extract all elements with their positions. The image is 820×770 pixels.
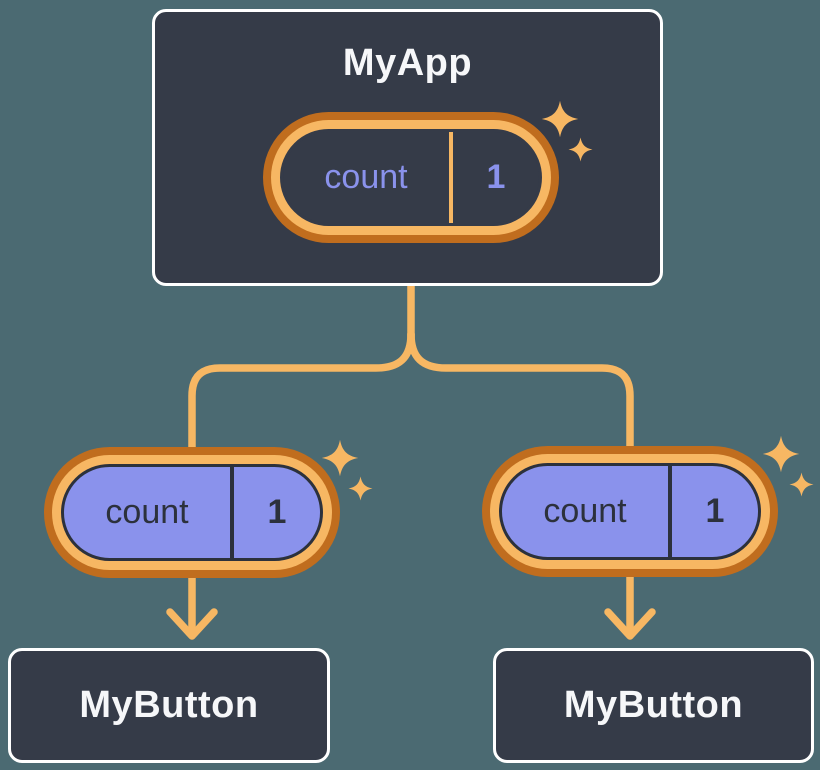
state-pill-value: 1: [449, 132, 539, 223]
arrow-left-head-icon: [166, 608, 218, 640]
child-component-node: MyButton: [493, 648, 814, 763]
sparkle-icon: [321, 439, 373, 501]
state-pill: count 1: [263, 112, 559, 243]
connector-branch-right: [407, 330, 634, 456]
state-pill-ring: count 1: [271, 120, 551, 235]
root-component-title: MyApp: [342, 42, 473, 84]
prop-pill-content: count 1: [499, 463, 761, 560]
prop-pill-content: count 1: [61, 464, 323, 561]
prop-pill: count 1: [44, 447, 340, 578]
prop-pill-ring: count 1: [490, 454, 770, 569]
arrow-right-head-icon: [604, 608, 656, 640]
state-pill-content: count 1: [280, 129, 542, 226]
prop-pill-name: count: [543, 492, 627, 530]
prop-pill-name: count: [105, 493, 189, 531]
child-component-title: MyButton: [563, 684, 744, 726]
prop-pill-value: 1: [668, 466, 758, 557]
sparkle-icon: [541, 100, 593, 162]
connector-branch-left: [188, 330, 415, 456]
child-component-node: MyButton: [8, 648, 330, 763]
child-component-title: MyButton: [79, 684, 259, 726]
prop-pill: count 1: [482, 446, 778, 577]
sparkle-icon: [762, 435, 814, 497]
prop-pill-value: 1: [230, 467, 320, 558]
prop-pill-ring: count 1: [52, 455, 332, 570]
state-pill-name: count: [324, 158, 408, 196]
